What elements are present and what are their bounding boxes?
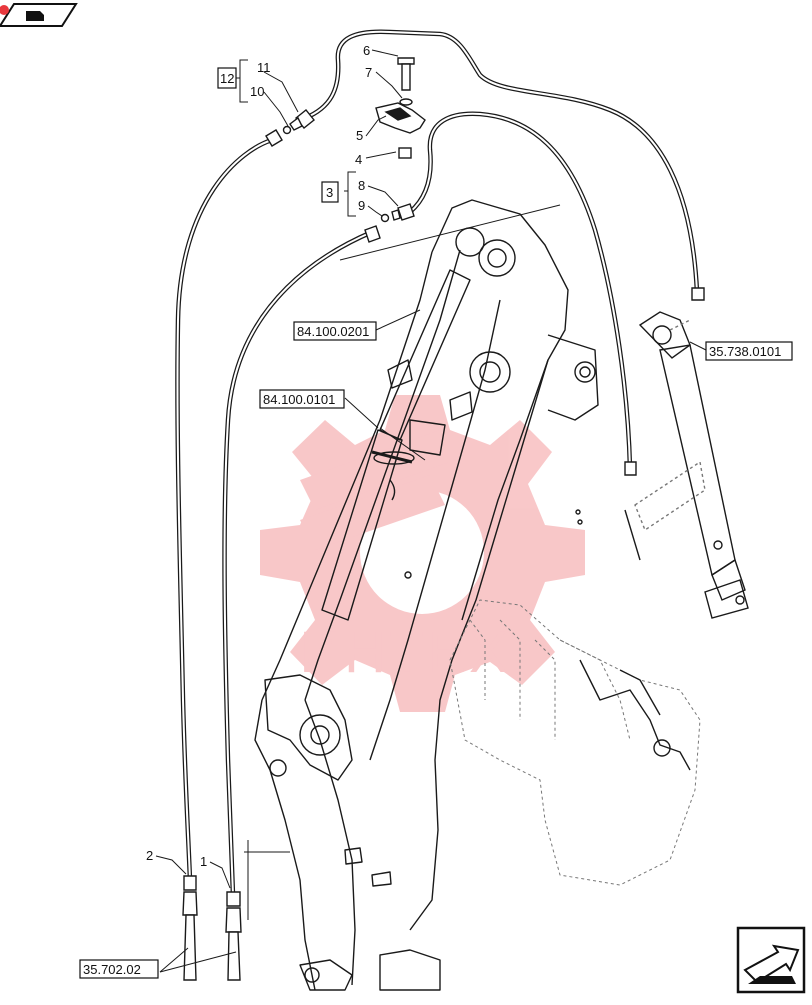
callout-5: 5 [356,128,363,143]
excavator-arm [254,199,701,991]
callout-7: 7 [365,65,372,80]
callout-6: 6 [363,43,370,58]
callout-box-3 [321,181,339,203]
svg-text:35.738.0101: 35.738.0101 [709,344,781,359]
callout-leaders [155,49,707,973]
callout-9: 9 [358,198,365,213]
manual-book-icon[interactable] [0,3,78,27]
fittings [182,57,705,981]
callout-labels: 11 10 12 6 7 5 4 8 9 3 2 1 [146,43,372,869]
pipe-upper [304,29,700,293]
reference-boxes: 84.100.0201 84.100.0101 35.738.0101 35.7… [79,321,793,979]
svg-text:84.100.0101: 84.100.0101 [263,392,335,407]
next-page-arrow-icon[interactable] [736,926,806,994]
callout-12: 12 [220,71,234,86]
watermark-gear-icon [260,395,585,712]
callout-box-12 [217,67,237,89]
watermark-text: ИНТЕХ [299,620,510,685]
svg-text:84.100.0201: 84.100.0201 [297,324,369,339]
ref-35-702-02[interactable]: 35.702.02 [79,959,159,979]
callout-10: 10 [250,84,264,99]
ref-35-738-0101[interactable]: 35.738.0101 [705,341,793,361]
callout-2: 2 [146,848,153,863]
callout-3: 3 [326,185,333,200]
callout-11: 11 [257,60,271,75]
callout-1: 1 [200,854,207,869]
callout-4: 4 [355,152,362,167]
callout-8: 8 [358,178,365,193]
watermark: ИНТЕХ [260,395,585,712]
bucket-cylinder [624,311,749,619]
svg-text:35.702.02: 35.702.02 [83,962,141,977]
ref-84-100-0101[interactable]: 84.100.0101 [259,389,345,409]
hydraulic-hoses [175,29,700,896]
ref-84-100-0201[interactable]: 84.100.0201 [293,321,377,341]
